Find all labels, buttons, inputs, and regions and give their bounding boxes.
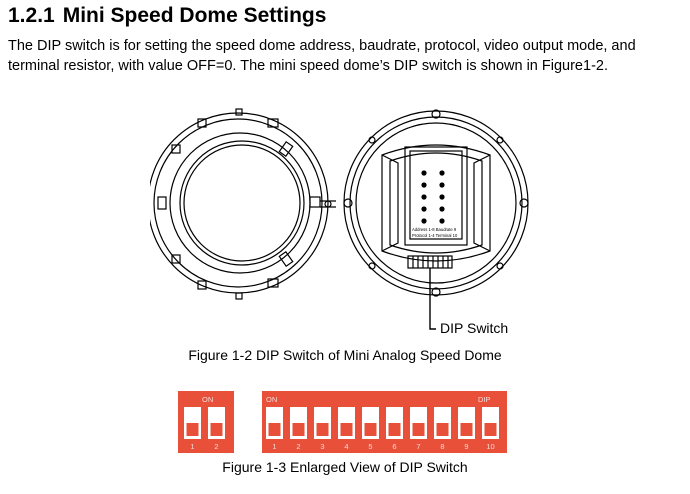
large-switch-number-1: 1 <box>272 442 276 451</box>
board-label-1: Address 1-8 Baudrate 9 <box>412 227 457 232</box>
board-label-2: Protocol 1-4 Terminal 10 <box>412 233 458 238</box>
large-dip-label: DIP <box>478 395 491 404</box>
paragraph-line-2: terminal resistor, with value OFF=0. The… <box>8 58 608 74</box>
small-on-label: ON <box>202 395 213 404</box>
large-switch-number-5: 5 <box>368 442 372 451</box>
large-switch-number-3: 3 <box>320 442 324 451</box>
large-switch-number-9: 9 <box>464 442 468 451</box>
large-switch-lever-5 <box>364 423 377 436</box>
dome-base-drawing <box>343 109 529 330</box>
large-switch-lever-9 <box>460 423 473 436</box>
large-switch-lever-10 <box>484 423 497 436</box>
large-switch-number-4: 4 <box>344 442 348 451</box>
section-heading: 1.2.1 Mini Speed Dome Settings <box>8 4 326 28</box>
dip-switch-callout: DIP Switch <box>440 320 509 336</box>
large-switch-lever-1 <box>268 423 281 436</box>
large-switch-lever-7 <box>412 423 425 436</box>
large-switch-number-6: 6 <box>392 442 396 451</box>
large-switch-number-2: 2 <box>296 442 300 451</box>
small-switch-number-1: 1 <box>190 442 194 451</box>
large-switch-lever-8 <box>436 423 449 436</box>
large-switch-lever-6 <box>388 423 401 436</box>
large-switch-number-8: 8 <box>440 442 444 451</box>
dip-switch-enlarged: ON ON DIP 1 2 1 2 3 4 5 6 7 8 9 10 <box>178 391 507 453</box>
section-number: 1.2.1 <box>8 4 55 27</box>
large-switch-lever-2 <box>292 423 305 436</box>
board-connectors <box>421 170 445 224</box>
paragraph-line-1: The DIP switch is for setting the speed … <box>8 38 636 54</box>
small-switch-number-2: 2 <box>214 442 218 451</box>
small-switch-lever-1 <box>186 423 199 436</box>
large-on-label: ON <box>266 395 277 404</box>
figure-1-3-caption: Figure 1-3 Enlarged View of DIP Switch <box>222 459 468 475</box>
speed-dome-drawing: Address 1-8 Baudrate 9 Protocol 1-4 Term… <box>150 108 529 330</box>
dome-cover-drawing <box>150 108 336 300</box>
section-title: Mini Speed Dome Settings <box>62 4 327 27</box>
figure-1-2-caption: Figure 1-2 DIP Switch of Mini Analog Spe… <box>188 347 502 363</box>
small-switch-lever-2 <box>210 423 223 436</box>
intro-paragraph: The DIP switch is for setting the speed … <box>8 36 684 76</box>
large-switch-number-10: 10 <box>486 442 494 451</box>
large-switch-number-7: 7 <box>416 442 420 451</box>
large-switch-lever-4 <box>340 423 353 436</box>
large-switch-lever-3 <box>316 423 329 436</box>
